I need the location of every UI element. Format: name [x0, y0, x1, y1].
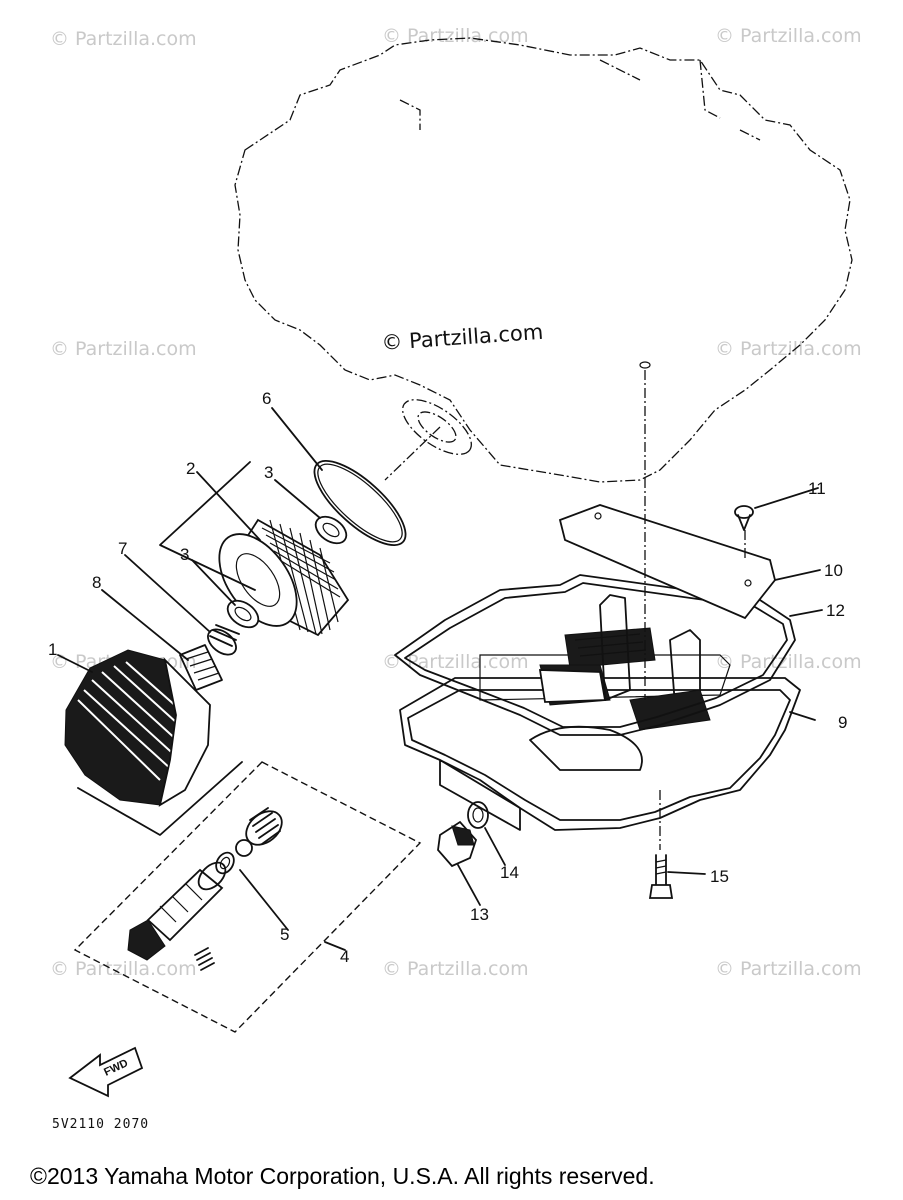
callout-2: 2	[186, 459, 195, 478]
engine-outline-detail	[399, 59, 761, 141]
callout-3-lower: 3	[180, 545, 189, 564]
filter-mount-boss	[401, 399, 473, 455]
callout-9: 9	[838, 713, 847, 732]
relief-valve-box	[73, 761, 422, 1033]
relief-ball	[235, 839, 253, 857]
filter-bracket	[77, 761, 243, 836]
filter-cartridge	[64, 649, 211, 807]
relief-washer-5	[215, 851, 235, 875]
callout-11: 11	[808, 479, 826, 498]
front-arrow: FWD	[68, 1046, 144, 1098]
relief-valve-body	[127, 861, 227, 961]
watermark: © Partzilla.com	[715, 338, 862, 360]
watermark: © Partzilla.com	[715, 651, 862, 673]
diagram-code: 5V2110 2070	[52, 1117, 149, 1132]
callout-labels: 1 2 3 3 4 5 6 7 8 9 10 11 12 13 14 15	[48, 389, 847, 966]
callout-4: 4	[340, 947, 349, 966]
watermark: © Partzilla.com	[715, 25, 862, 47]
callout-5: 5	[280, 925, 289, 944]
filter-axis-line	[384, 426, 441, 481]
relief-spring	[245, 807, 283, 846]
callout-7: 7	[118, 539, 127, 558]
baffle-plate-10	[558, 504, 776, 620]
oil-pan	[399, 594, 801, 831]
engine-outline	[234, 37, 853, 483]
drain-plug-13	[437, 820, 478, 868]
watermark: © Partzilla.com	[50, 338, 197, 360]
callout-1: 1	[48, 640, 57, 659]
plate-screw-11	[734, 505, 754, 531]
pan-gasket-12	[394, 574, 796, 736]
watermark-layer: © Partzilla.com © Partzilla.com © Partzi…	[50, 25, 862, 980]
alignment-dot	[639, 361, 651, 369]
watermark: © Partzilla.com	[50, 28, 197, 50]
callout-3-upper: 3	[264, 463, 273, 482]
center-watermark: © Partzilla.com	[381, 320, 544, 355]
drain-washer-14	[467, 801, 489, 829]
callout-12: 12	[826, 601, 845, 620]
leader-lines	[57, 407, 823, 951]
relief-pin	[194, 947, 215, 971]
watermark: © Partzilla.com	[715, 958, 862, 980]
callout-10: 10	[824, 561, 843, 580]
watermark: © Partzilla.com	[382, 958, 529, 980]
callout-15: 15	[710, 867, 729, 886]
watermark: © Partzilla.com	[382, 651, 529, 673]
copyright-notice: ©2013 Yamaha Motor Corporation, U.S.A. A…	[30, 1163, 655, 1189]
watermark: © Partzilla.com	[50, 958, 197, 980]
o-ring-3-lower	[226, 599, 260, 629]
callout-13: 13	[470, 905, 489, 924]
callout-6: 6	[262, 389, 271, 408]
o-ring-3-upper	[314, 515, 348, 545]
callout-14: 14	[500, 863, 519, 882]
pan-bolt-15	[648, 854, 674, 899]
callout-8: 8	[92, 573, 101, 592]
spring-seat-8	[179, 644, 223, 691]
